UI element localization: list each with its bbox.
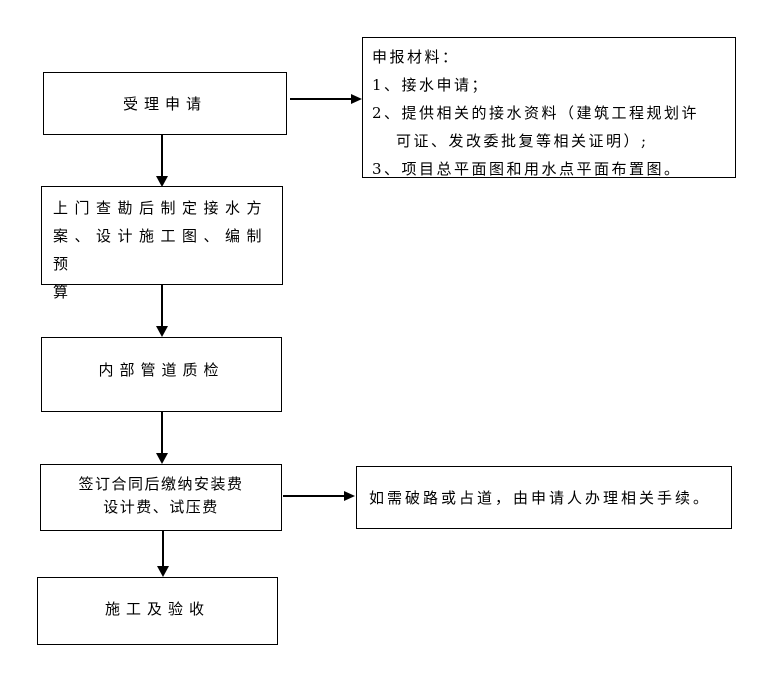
flow-box-line: 上门查勘后制定接水方: [53, 199, 269, 217]
arrow-line: [161, 412, 163, 454]
arrow-head-icon: [351, 94, 362, 104]
arrow-line: [161, 135, 163, 177]
materials-line: 1、接水申请；: [372, 76, 490, 94]
materials-line: 2、提供相关的接水资料（建筑工程规划许: [372, 104, 700, 122]
arrow-head-icon: [156, 326, 168, 337]
flow-box-line: 签订合同后缴纳安装费: [78, 474, 244, 493]
materials-line: 3、项目总平面图和用水点平面布置图。: [372, 160, 682, 178]
flow-box-label: 施工及验收: [104, 599, 210, 618]
flow-box-contract-fees: 签订合同后缴纳安装费 设计费、试压费: [40, 464, 282, 531]
note-box-road-occupation: 如需破路或占道，由申请人办理相关手续。: [356, 466, 732, 529]
flow-box-label: 受理申请: [122, 95, 207, 113]
flow-box-label: 内部管道质检: [98, 361, 225, 379]
arrow-line: [161, 285, 163, 327]
arrow-head-icon: [344, 491, 355, 501]
arrow-line: [162, 531, 164, 568]
flow-box-site-survey: 上门查勘后制定接水方 案、设计施工图、编制预 算: [41, 186, 283, 301]
materials-line: 可证、发改委批复等相关证明）;: [396, 132, 649, 150]
arrow-head-icon: [157, 566, 169, 577]
flow-box-line: 算: [53, 283, 75, 301]
flow-box-accept-application: 受理申请: [43, 72, 287, 135]
note-box-application-materials: 申报材料： 1、接水申请； 2、提供相关的接水资料（建筑工程规划许 可证、发改委…: [362, 37, 736, 178]
materials-line: 申报材料：: [372, 48, 460, 66]
arrow-line: [290, 98, 352, 100]
flow-box-construction-acceptance: 施工及验收: [37, 577, 278, 645]
flow-box-line: 案、设计施工图、编制预: [53, 227, 269, 273]
flow-box-line: 设计费、试压费: [103, 497, 219, 516]
arrow-head-icon: [156, 176, 168, 187]
arrow-head-icon: [156, 453, 168, 464]
arrow-line: [283, 495, 345, 497]
note-box-label: 如需破路或占道，由申请人办理相关手续。: [369, 489, 712, 507]
flow-box-pipe-inspection: 内部管道质检: [41, 337, 282, 412]
